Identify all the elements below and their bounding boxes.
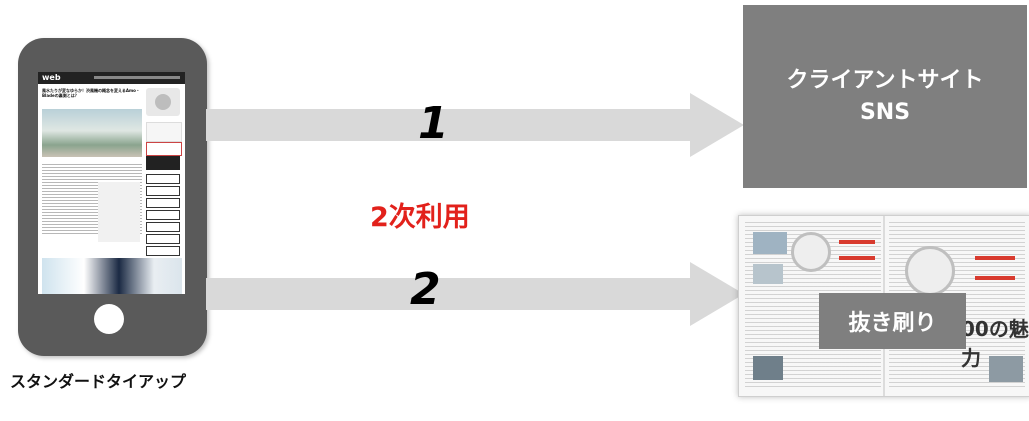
- screen-side-shop-banner: [146, 156, 180, 170]
- screen-menu-item: [146, 210, 180, 220]
- magazine-red-heading: [839, 240, 875, 244]
- reprint-label-box: 抜き刷り: [819, 293, 966, 349]
- screen-menu-item: [146, 186, 180, 196]
- magazine-photo: [989, 356, 1023, 382]
- phone-screen: web 風水たりが変なゆらか！渋風機の概念を変えるAmo・Bladeの裏側とは？: [38, 72, 185, 294]
- secondary-use-label: 2次利用: [370, 202, 470, 233]
- magazine-red-heading: [975, 256, 1015, 260]
- arrow-2-label: 2: [410, 264, 441, 315]
- reprint-label: 抜き刷り: [848, 311, 937, 336]
- magazine-headline: 00の魅力: [961, 317, 1029, 370]
- magazine-red-heading: [975, 276, 1015, 280]
- screen-site-logo: web: [42, 73, 61, 82]
- screen-fan-image: [98, 182, 140, 242]
- screen-side-menu: [146, 174, 180, 268]
- screen-menu-item: [146, 246, 180, 256]
- arrow-1: [206, 93, 746, 157]
- magazine-fan-photo: [905, 246, 955, 296]
- client-site-label: クライアントサイト: [786, 67, 984, 93]
- screen-menu-item: [146, 222, 180, 232]
- magazine-red-heading: [839, 256, 875, 260]
- magazine-photo: [753, 264, 783, 284]
- magazine-photo: [753, 356, 783, 380]
- screen-menu-item: [146, 198, 180, 208]
- screen-hero-photo: [42, 109, 142, 157]
- magazine-photo: [753, 232, 787, 254]
- magazine-reprint-image: 00の魅力 抜き刷り: [738, 215, 1029, 397]
- arrow-2: [206, 262, 746, 326]
- screen-menu-item: [146, 234, 180, 244]
- home-button: [94, 304, 124, 334]
- arrow-1-label: 1: [418, 98, 449, 149]
- phone-caption: スタンダードタイアップ: [10, 372, 187, 391]
- client-site-box: クライアントサイト SNS: [743, 5, 1027, 188]
- screen-product-image: [146, 88, 180, 116]
- magazine-fan-photo: [791, 232, 831, 272]
- screen-side-ad: [146, 122, 182, 142]
- screen-side-banner: [146, 142, 182, 156]
- sns-label: SNS: [859, 99, 911, 125]
- screen-bottom-banner: [42, 258, 182, 294]
- screen-nav-bar: [94, 76, 180, 79]
- screen-article-title: 風水たりが変なゆらか！渋風機の概念を変えるAmo・Bladeの裏側とは？: [42, 88, 140, 98]
- screen-menu-item: [146, 174, 180, 184]
